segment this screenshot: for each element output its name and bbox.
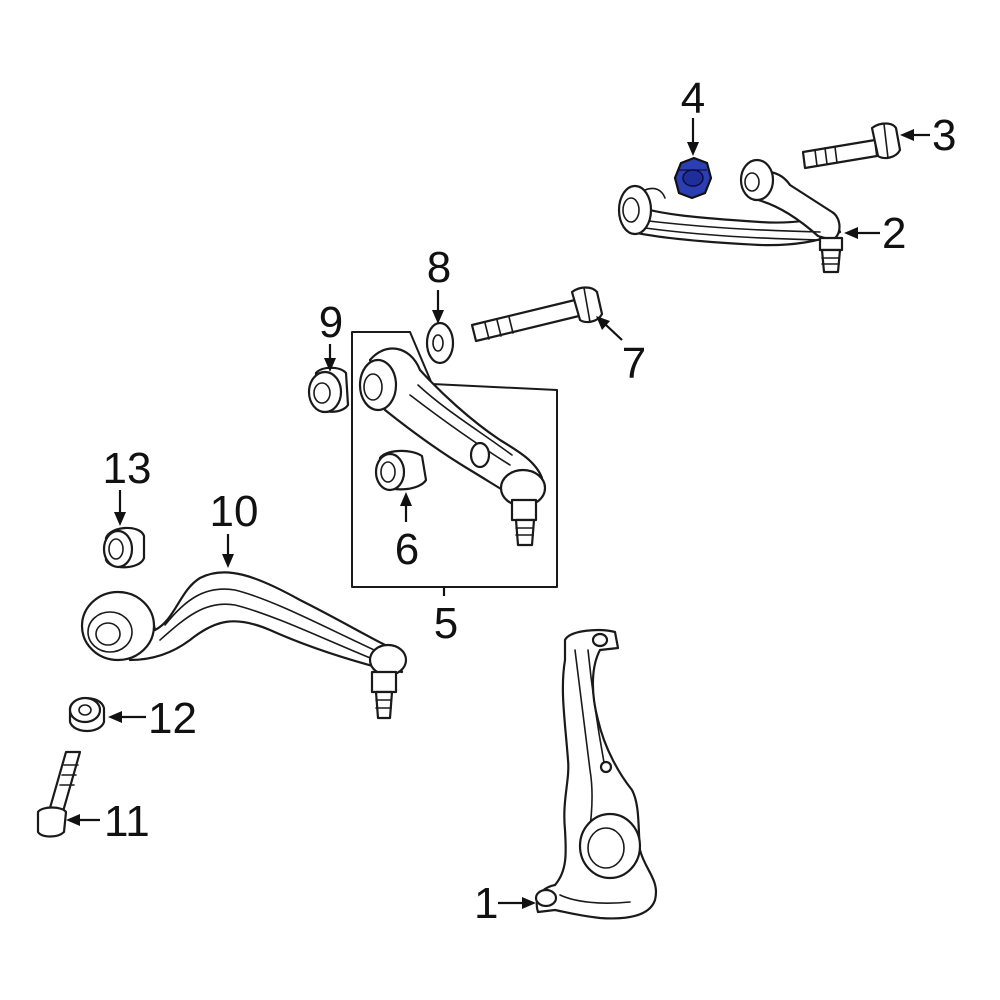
- callout-labels: 1 2 3 4 5 6 7 8 9 10 11 12 13: [103, 74, 957, 928]
- callout-7: 7: [622, 339, 646, 388]
- washer-icon[interactable]: [68, 696, 106, 733]
- callout-1: 1: [474, 879, 498, 928]
- bushing-icon[interactable]: [102, 526, 146, 569]
- callout-9: 9: [319, 298, 343, 347]
- callout-4: 4: [681, 74, 705, 123]
- assembly-frame: [351, 331, 558, 588]
- bushing-icon[interactable]: [307, 366, 350, 414]
- bolt-icon[interactable]: [470, 286, 604, 343]
- callout-13: 13: [103, 444, 152, 493]
- callout-5: 5: [434, 599, 458, 648]
- callout-10: 10: [210, 487, 259, 536]
- hex-nut-icon[interactable]: [673, 156, 713, 200]
- steering-knuckle-icon[interactable]: [534, 629, 658, 920]
- callout-2: 2: [882, 209, 906, 258]
- lower-control-arm-icon[interactable]: [80, 571, 408, 720]
- lower-control-arm-assembly-icon[interactable]: [358, 347, 547, 547]
- callout-8: 8: [427, 243, 451, 292]
- callout-12: 12: [148, 694, 197, 743]
- callout-6: 6: [395, 525, 419, 574]
- bolt-icon[interactable]: [36, 750, 82, 838]
- washer-icon[interactable]: [425, 321, 455, 365]
- callout-3: 3: [932, 111, 956, 160]
- bolt-icon[interactable]: [801, 122, 902, 170]
- bushing-icon[interactable]: [374, 449, 428, 492]
- upper-control-arm-icon[interactable]: [617, 158, 844, 274]
- callout-leaders: [66, 118, 930, 909]
- callout-11: 11: [104, 797, 150, 846]
